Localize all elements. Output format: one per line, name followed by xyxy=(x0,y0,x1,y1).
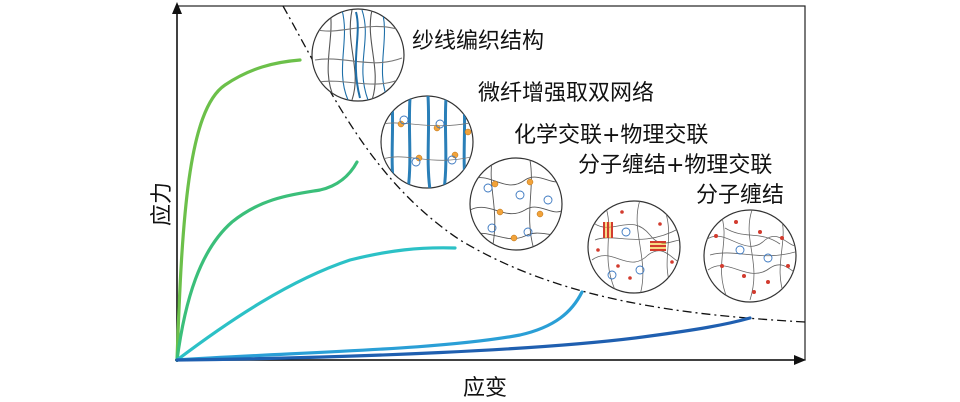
entanglement-physical-crosslink-icon xyxy=(587,200,681,294)
stress-strain-curve xyxy=(175,160,359,362)
structure-label: 微纤增强取双网络 xyxy=(478,81,654,106)
structure-label: 纱线编织结构 xyxy=(412,29,544,54)
chemical-physical-crosslink-icon xyxy=(469,157,563,251)
entanglement-structure-icon xyxy=(703,209,797,303)
x-axis-arrow-icon xyxy=(794,355,806,365)
structure-label: 化学交联+物理交联 xyxy=(514,123,708,148)
structure-label: 分子缠结+物理交联 xyxy=(578,153,772,178)
braided-yarn-structure-icon xyxy=(311,8,405,102)
microfiber-double-network-icon xyxy=(380,95,474,189)
y-axis-arrow-icon xyxy=(172,2,182,14)
stress-strain-curve xyxy=(175,58,302,362)
stress-strain-curve xyxy=(175,290,584,362)
y-axis-label: 应力 xyxy=(150,181,176,227)
stress-strain-curve xyxy=(175,316,752,362)
x-axis-label: 应变 xyxy=(463,376,508,401)
stress-strain-curve xyxy=(175,246,457,362)
structure-label: 分子缠结 xyxy=(696,183,784,208)
